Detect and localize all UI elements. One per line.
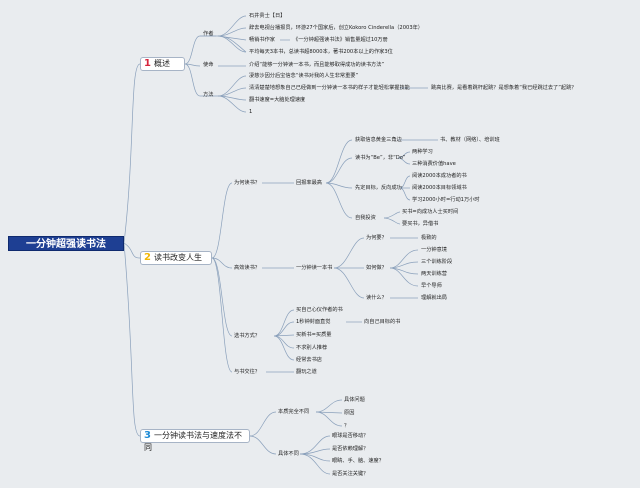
- node-eff-what-item[interactable]: 理解就出局: [421, 295, 447, 301]
- node-method-item[interactable]: 清清楚楚地想象自己已经做到一分钟读一本书的样子才能轻松掌握技能: [249, 85, 410, 91]
- node-eff-how-item[interactable]: 两天训练营: [421, 271, 447, 277]
- node-author-item[interactable]: 《一分钟超强读书法》销售量超过10万册: [293, 37, 388, 43]
- node-why-item[interactable]: 自我投资: [355, 215, 376, 221]
- node-mission-item[interactable]: 介绍“能够一分钟读一本书，而且能够取得成功的读书方法”: [249, 62, 385, 68]
- node-essence-diff[interactable]: 本质完全不同: [278, 409, 310, 415]
- node-author-item[interactable]: 平均每天3本书，总读书超8000本，著书200本以上的作家3位: [249, 49, 393, 55]
- node-author-item[interactable]: 石井贵士【日】: [249, 13, 286, 19]
- node-why-item[interactable]: 获取信息黄金三角边: [355, 137, 402, 143]
- node-eff-how-item[interactable]: 早个导师: [421, 283, 442, 289]
- node-goal-item[interactable]: 阅读2000本成功者的书: [412, 173, 467, 179]
- node-be-item[interactable]: 两种学习: [412, 149, 433, 155]
- node-be-item[interactable]: 三种消费价值have: [412, 161, 456, 167]
- node-select-item[interactable]: 买新书=买质量: [296, 332, 332, 338]
- node-method-note[interactable]: 跳高比赛，是看着跳杆起跳？是想象着“我已经跳过去了”起跳？: [431, 85, 577, 91]
- node-select-item[interactable]: 买自己心仪作者的书: [296, 307, 343, 313]
- node-eff-why[interactable]: 为何要？: [366, 235, 387, 241]
- node-specific-item[interactable]: 是否关注关键？: [332, 471, 369, 477]
- node-select-note[interactable]: 向自己目标的书: [364, 319, 401, 325]
- node-relate-books[interactable]: 与书交往？: [234, 369, 260, 375]
- node-author[interactable]: 作者: [203, 31, 214, 37]
- topic-number: 3: [144, 430, 151, 441]
- node-specific-item[interactable]: 眼睛、手、脑、速度？: [332, 458, 384, 464]
- node-why-item[interactable]: 读书为“Be”，非“Do”: [355, 155, 406, 161]
- node-goal-item[interactable]: 学习2000小时=行动1万小时: [412, 197, 480, 203]
- node-specific-item[interactable]: 是否依赖理解？: [332, 446, 369, 452]
- node-author-item[interactable]: 辞去电视台播报员，环游27个国家后，创立Kokoro Cinderella（20…: [249, 25, 423, 31]
- node-relate-item[interactable]: 翻玩之道: [296, 369, 317, 375]
- node-efficient-hub[interactable]: 一分钟读一本书: [296, 265, 333, 271]
- node-mission[interactable]: 使命: [203, 62, 214, 68]
- node-why-item[interactable]: 先定目标，反向成功: [355, 185, 402, 191]
- node-eff-how-item[interactable]: 三个训练阶段: [421, 259, 453, 265]
- node-goal-item[interactable]: 阅读2000本目标领域书: [412, 185, 467, 191]
- node-why-hub[interactable]: 回报率最高: [296, 180, 322, 186]
- topic-label: 读书改变人生: [153, 253, 202, 262]
- node-why-read[interactable]: 为何读书？: [234, 180, 260, 186]
- node-invest-item[interactable]: 买书=向成功人士买时间: [402, 209, 459, 215]
- root-topic[interactable]: 一分钟超强读书法: [8, 236, 124, 251]
- node-method[interactable]: 方法: [203, 92, 214, 98]
- node-select-item[interactable]: 1秒钟封面直觉: [296, 319, 331, 325]
- node-eff-how[interactable]: 如何做？: [366, 265, 387, 271]
- node-triangle-item[interactable]: 书、教材（网络）、培训班: [440, 137, 500, 143]
- node-method-item[interactable]: 1: [249, 109, 253, 115]
- node-select-item[interactable]: 经常去书店: [296, 357, 322, 363]
- node-specific-diff[interactable]: 具体不同: [278, 451, 299, 457]
- topic-label: 一分钟读书法与速度法不同: [144, 431, 242, 452]
- node-essence-item[interactable]: ？: [344, 423, 350, 429]
- topic-label: 概述: [153, 59, 170, 68]
- node-eff-why-item[interactable]: 极致的: [421, 235, 437, 241]
- node-eff-how-item[interactable]: 一分钟意境: [421, 247, 447, 253]
- node-efficient-read[interactable]: 高效读书？: [234, 265, 260, 271]
- node-method-item[interactable]: 凄慈沙因分后宝信念“读书对我的人生非常重要”: [249, 73, 359, 79]
- node-method-item[interactable]: 翻书速度=大脑处理速度: [249, 97, 306, 103]
- node-essence-item[interactable]: 具体问题: [344, 397, 365, 403]
- node-essence-item[interactable]: 原因: [344, 410, 355, 416]
- node-author-item[interactable]: 畅销书作家: [249, 37, 275, 43]
- topic-number: 2: [144, 252, 151, 263]
- node-eff-what[interactable]: 读什么？: [366, 295, 387, 301]
- node-select-books[interactable]: 选书方式？: [234, 333, 260, 339]
- node-specific-item[interactable]: 眼球是否移动？: [332, 433, 369, 439]
- node-invest-item[interactable]: 要买书，异借书: [402, 221, 439, 227]
- topic-number: 1: [144, 58, 151, 69]
- node-select-item[interactable]: 不求别人推荐: [296, 345, 328, 351]
